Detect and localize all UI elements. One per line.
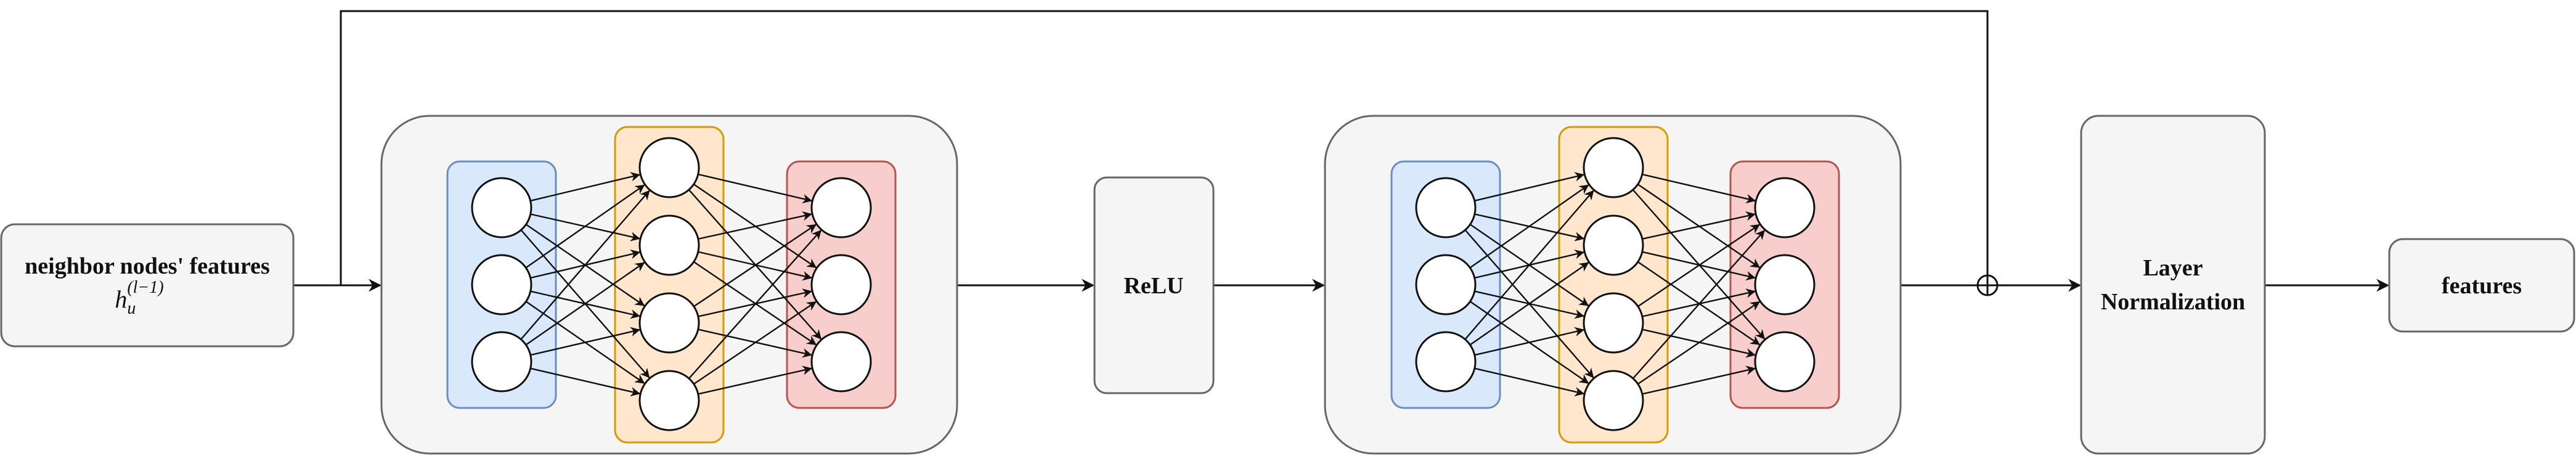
neuron bbox=[810, 331, 872, 393]
neuron bbox=[471, 331, 532, 393]
input-box-math: hu(l−1) bbox=[115, 278, 163, 318]
mlp-block-2-hidden-layer bbox=[1558, 126, 1669, 444]
neuron bbox=[810, 254, 872, 316]
mlp-connection bbox=[520, 190, 650, 340]
mlp-connection bbox=[1642, 211, 1756, 240]
mlp-connection bbox=[1464, 190, 1594, 340]
mlp-connection bbox=[698, 173, 813, 204]
relu-label: ReLU bbox=[1123, 273, 1183, 299]
mlp-block-1-hidden-layer bbox=[614, 126, 725, 444]
mlp-connection bbox=[688, 229, 822, 379]
mlp-block-1-connections bbox=[520, 172, 822, 397]
mlp-block-1-neurons bbox=[471, 137, 872, 431]
mlp-connection bbox=[530, 367, 641, 397]
mlp-connection bbox=[530, 327, 641, 356]
residual-skip-edge bbox=[336, 10, 1989, 287]
input-box: neighbor nodes' features hu(l−1) bbox=[0, 223, 295, 348]
mlp-connection bbox=[1469, 261, 1589, 346]
neuron bbox=[638, 137, 700, 198]
neuron bbox=[471, 254, 532, 316]
neuron bbox=[810, 177, 872, 238]
mlp-connection bbox=[1469, 184, 1589, 269]
mlp-connection bbox=[1632, 229, 1766, 379]
mlp-block-1 bbox=[380, 115, 958, 455]
mlp-connection bbox=[1642, 173, 1756, 204]
neuron bbox=[1415, 331, 1477, 393]
neuron bbox=[1583, 370, 1644, 431]
neuron bbox=[1583, 214, 1644, 276]
neuron bbox=[1754, 331, 1816, 393]
neuron bbox=[638, 370, 700, 431]
mlp-block-2 bbox=[1324, 115, 1902, 455]
mlp-connection bbox=[1637, 301, 1761, 385]
mlp-connection bbox=[1642, 365, 1756, 395]
mlp-connection bbox=[525, 184, 645, 269]
input-box-title: neighbor nodes' features bbox=[25, 253, 270, 279]
main-edges bbox=[294, 10, 2390, 292]
neuron bbox=[1583, 292, 1644, 354]
neuron bbox=[471, 177, 532, 238]
neuron bbox=[1415, 254, 1477, 316]
mlp-connection bbox=[1637, 224, 1761, 307]
mlp-connection bbox=[1474, 327, 1585, 356]
mlp-block-2-connections bbox=[1464, 172, 1766, 397]
mlp-connection bbox=[693, 301, 817, 385]
relu-box: ReLU bbox=[1093, 176, 1215, 394]
layer-normalization-box: Layer Normalization bbox=[2080, 115, 2266, 455]
mlp-connection bbox=[1474, 367, 1585, 397]
mlp-connection bbox=[698, 211, 812, 240]
neuron bbox=[638, 292, 700, 354]
output-label: features bbox=[2442, 273, 2522, 299]
layernorm-label-line2: Normalization bbox=[2101, 289, 2245, 315]
mlp-block-2-neurons bbox=[1415, 137, 1816, 431]
mlp-connection bbox=[525, 261, 645, 346]
output-box: features bbox=[2388, 238, 2575, 333]
neuron bbox=[1754, 177, 1816, 238]
neuron bbox=[1415, 177, 1477, 238]
mlp-connection bbox=[698, 365, 812, 395]
mlp-connection bbox=[693, 224, 817, 307]
neuron bbox=[638, 214, 700, 276]
mlp-connection bbox=[530, 172, 641, 202]
layernorm-label-line1: Layer bbox=[2143, 255, 2203, 281]
residual-add-node bbox=[1976, 274, 1999, 296]
neuron bbox=[1754, 254, 1816, 316]
neuron bbox=[1583, 137, 1644, 198]
mlp-connection bbox=[1474, 172, 1585, 202]
